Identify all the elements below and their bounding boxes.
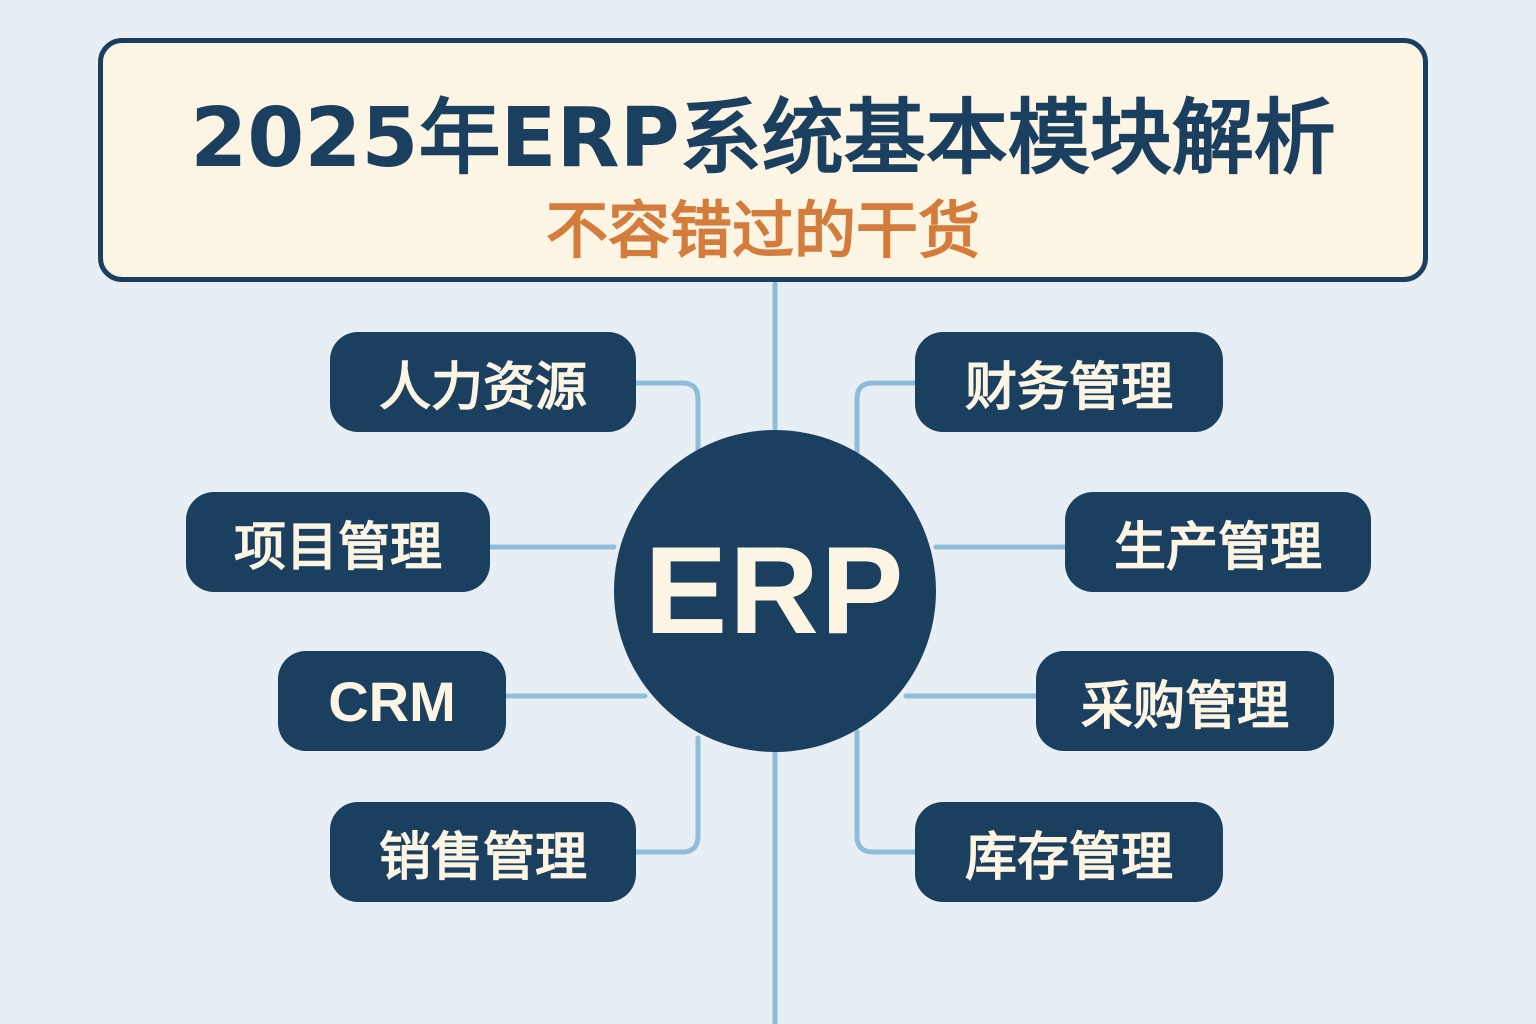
module-label: 库存管理 (964, 827, 1173, 888)
connector-sales (633, 735, 701, 855)
module-human-resources[interactable]: 人力资源 (330, 332, 636, 432)
module-label: CRM (328, 669, 456, 733)
module-purchase-management[interactable]: 采购管理 (1036, 651, 1334, 751)
module-label: 生产管理 (1113, 517, 1322, 578)
module-inventory-management[interactable]: 库存管理 (915, 802, 1223, 902)
erp-hub-circle: ERP (614, 430, 936, 752)
module-label: 销售管理 (378, 827, 587, 888)
page-subtitle: 不容错过的干货 (545, 194, 980, 267)
module-label: 采购管理 (1080, 676, 1289, 737)
page-title: 2025年ERP系统基本模块解析 (190, 91, 1336, 186)
module-label: 人力资源 (378, 357, 587, 418)
module-label: 项目管理 (233, 517, 442, 578)
connector-hr (633, 380, 701, 453)
hub-label: ERP (644, 522, 906, 660)
title-banner: 2025年ERP系统基本模块解析 不容错过的干货 (98, 38, 1428, 282)
module-production-management[interactable]: 生产管理 (1065, 492, 1371, 592)
connector-inventory (854, 729, 918, 855)
module-project-management[interactable]: 项目管理 (186, 492, 490, 592)
module-sales-management[interactable]: 销售管理 (330, 802, 636, 902)
module-label: 财务管理 (964, 357, 1173, 418)
module-finance-management[interactable]: 财务管理 (915, 332, 1223, 432)
connector-finance (854, 380, 918, 455)
module-crm[interactable]: CRM (278, 651, 506, 751)
